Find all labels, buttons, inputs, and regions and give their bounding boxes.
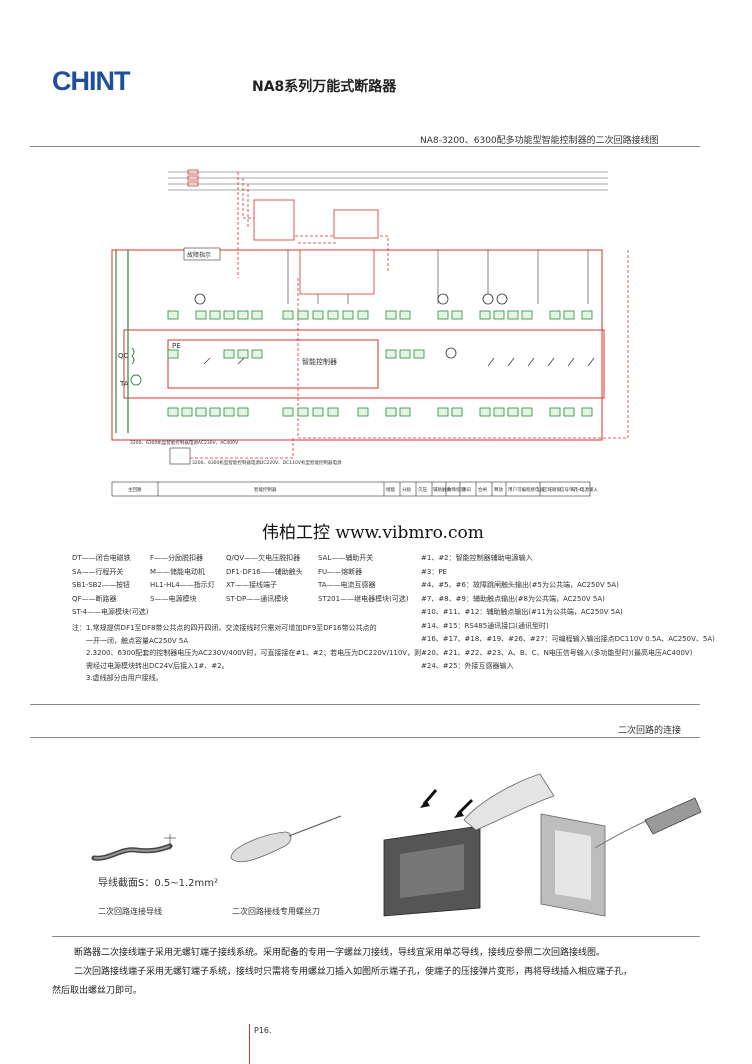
terminal-insertion-illustration [383, 773, 555, 917]
table-cell: 欠压 [418, 486, 427, 493]
legend-item: HL1-HL4——指示灯 [150, 581, 215, 589]
terminal-block-illustration [540, 797, 702, 917]
fault-indicator-label: 故障指示 [187, 251, 211, 259]
table-cell: ST-4 [572, 487, 582, 493]
note-line: 注：1.常规提供DF1至DF8带公共点的四开四闭，交流接线时只需对可增加DF9至… [72, 624, 377, 632]
terminal-item: #16、#17、#18、#19、#26、#27：可编程输入输出接点DC110V … [421, 635, 715, 643]
legend-item: TA——电流互感器 [318, 581, 376, 589]
legend-item: DT——闭合电磁铁 [72, 554, 131, 562]
table-cell: 储能 [386, 486, 395, 493]
page-title: NA8系列万能式断路器 [252, 79, 397, 95]
legend-item: FU——熔断器 [318, 567, 363, 576]
legend-item: S——电源模块 [150, 594, 197, 603]
table-cell: 智能控制器 [254, 486, 277, 493]
brand-logo: CHINT [52, 66, 130, 96]
body-paragraph: 二次回路接线端子采用无螺钉端子系统，接线时只需将专用螺丝刀插入如图所示端子孔，使… [74, 967, 633, 977]
legend-item: SB1-SB2——按钮 [72, 581, 130, 589]
table-cell: 电源输入 [580, 486, 598, 493]
controller-label: 智能控制器 [302, 357, 337, 366]
legend-item: DF1-DF16——辅助触头 [226, 567, 303, 576]
footer-note-1: 3200、6300机型智能控制器电源AC230V、AC400V [130, 439, 239, 446]
note-line: 3.虚线部分由用户接线。 [72, 674, 163, 683]
table-cell: 主回路 [128, 486, 142, 493]
terminal-item: #20、#21、#22、#23、A、B、C、N电压信号输入(多功能型时)(最高电… [421, 648, 693, 657]
note-line: 2.3200、6300配套的控制器电压为AC230V/400V时，可直接接在#1… [72, 649, 422, 658]
section-title: 二次回路的连接 [618, 726, 682, 736]
legend-left: DT——闭合电磁铁 F——分励脱扣器 Q/QV——欠电压脱扣器 SAL——辅助开关 S… [72, 552, 409, 620]
section-divider [30, 704, 700, 705]
legend-item: M——储能电动机 [150, 567, 206, 576]
screwdriver-caption: 二次回路接线专用螺丝刀 [232, 907, 320, 916]
terminal-legend: #1、#2：智能控制器辅助电源输入 #3：PE #4、#5、#6：故障跳闸触头输… [421, 552, 715, 674]
footer-note-2: 3200、6300机型智能控制器电源DC220V、DC110V机型智能控制器电源 [192, 459, 342, 466]
legend-row: SA——行程开关 M——储能电动机 DF1-DF16——辅助触头 FU——熔断器 [72, 566, 409, 580]
terminal-item: #24、#25：外接互感器输入 [421, 662, 514, 670]
wiring-diagram: QC TA PE 智能控制器 故障指示 3200、6300机型智能控制器电源AC… [111, 169, 629, 497]
terminal-item: #7、#8、#9：辅助触点输出(#8为公共端，AC250V 5A) [421, 594, 605, 603]
page-number: P16. [254, 1026, 272, 1035]
page-marker-line [249, 1024, 250, 1064]
text-divider [52, 936, 700, 937]
body-paragraph: 断路器二次接线端子采用无螺钉端子接线系统。采用配备的专用一字螺丝刀接线，导线宜采… [74, 948, 606, 958]
terminal-item: #14、#15：RS485通讯接口(通讯型时) [421, 621, 549, 630]
table-cell: 故障指示 [447, 486, 465, 493]
qc-label: QC [118, 352, 129, 360]
legend-item: SAL——辅助开关 [318, 554, 374, 562]
legend-item: ST201——继电器模块(可选) [318, 594, 409, 603]
legend-row: SB1-SB2——按钮 HL1-HL4——指示灯 XT——接线端子 TA——电流互感器 [72, 579, 409, 593]
table-cell: 用户可编程继电器 [508, 486, 544, 493]
terminal-item: #3：PE [421, 567, 447, 576]
legend-item: ST-4——电源模块(可选) [72, 608, 149, 616]
section-divider [30, 737, 700, 738]
terminal-item: #1、#2：智能控制器辅助电源输入 [421, 554, 533, 562]
legend-row: DT——闭合电磁铁 F——分励脱扣器 Q/QV——欠电压脱扣器 SAL——辅助开关 [72, 552, 409, 566]
table-cell: 区域联锁 [543, 486, 561, 493]
table-cell: 分励 [402, 486, 411, 493]
legend-row: ST-4——电源模块(可选) [72, 606, 409, 620]
legend-item: Q/QV——欠电压脱扣器 [226, 554, 301, 562]
legend-item: ST-DP——通讯模块 [226, 594, 289, 603]
ta-label: TA [119, 380, 129, 388]
wire-illustration [91, 834, 176, 861]
table-cell: 合闸 [478, 486, 487, 493]
note-line: 需经过电源模块转出DC24V后接入1#、#2。 [72, 661, 229, 670]
table-cell: 辅助触头 [433, 486, 451, 493]
legend-item: QF——断路器 [72, 594, 117, 603]
legend-row: QF——断路器 S——电源模块 ST-DP——通讯模块 ST201——继电器模块(可选… [72, 593, 409, 607]
table-cell: 释放 [494, 486, 503, 493]
terminal-item: #10、#11、#12：辅助触点输出(#11为公共端，AC250V 5A) [421, 608, 623, 616]
diagram-title: NA8-3200、6300配多功能型智能控制器的二次回路接线图 [420, 136, 659, 146]
wire-caption: 二次回路连接导线 [98, 907, 162, 916]
body-paragraph: 然后取出螺丝刀即可。 [52, 986, 143, 996]
legend-item: F——分励脱扣器 [150, 554, 204, 562]
notes: 注：1.常规提供DF1至DF8带公共点的四开四闭，交流接线时只需对可增加DF9至… [72, 622, 421, 685]
legend-item: SA——行程开关 [72, 567, 124, 576]
pe-label: PE [172, 342, 181, 350]
header-divider [30, 146, 700, 147]
terminal-item: #4、#5、#6：故障跳闸触头输出(#5为公共端，AC250V 5A) [421, 581, 619, 589]
table-cell: 信号单元 [560, 486, 578, 493]
wire-section-label: 导线截面S：0.5~1.2mm² [98, 878, 219, 889]
screwdriver-illustration [230, 815, 342, 863]
table-cell: 通讯 [462, 486, 471, 493]
legend-item: XT——接线端子 [226, 581, 277, 589]
note-line: 一开一闭，触点容量AC250V 5A [72, 636, 189, 645]
watermark-text: 伟柏工控 www.vibmro.com [262, 523, 484, 543]
